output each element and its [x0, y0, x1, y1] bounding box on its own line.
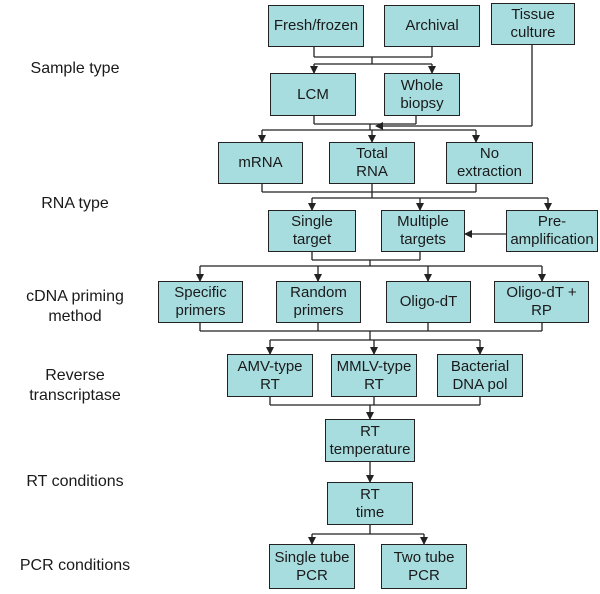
- node-lcm: LCM: [270, 73, 356, 116]
- node-amv-rt: AMV-type RT: [227, 354, 313, 397]
- row-label-rna-type: RNA type: [41, 195, 109, 212]
- row-label-sample-type: Sample type: [30, 60, 120, 77]
- node-multiple-targets: Multiple targets: [381, 210, 465, 252]
- connector-pcr-split: [312, 525, 424, 535]
- connector-lcm-whole-tissue: [313, 45, 533, 126]
- node-bacterial-dna-pol: Bacterial DNA pol: [437, 354, 523, 397]
- row-label-cdna-priming: cDNA priming method: [26, 288, 124, 325]
- connector-rna-merge: [261, 184, 548, 199]
- node-oligo-dt-rp: Oligo-dT + RP: [494, 281, 589, 323]
- connector-priming-merge: [199, 323, 543, 341]
- node-fresh-frozen: Fresh/frozen: [268, 5, 364, 47]
- node-random-primers: Random primers: [276, 281, 361, 323]
- node-no-extraction: No extraction: [446, 142, 533, 184]
- node-mrna: mRNA: [218, 142, 303, 184]
- node-total-rna: Total RNA: [329, 142, 415, 184]
- node-single-tube-pcr: Single tube PCR: [269, 544, 355, 589]
- row-label-rt-conditions: RT conditions: [26, 473, 124, 490]
- node-whole-biopsy: Whole biopsy: [384, 73, 460, 116]
- row-label-reverse-transcriptase: Reverse transcriptase: [29, 367, 121, 404]
- node-rt-temperature: RT temperature: [325, 419, 415, 462]
- node-two-tube-pcr: Two tube PCR: [381, 544, 467, 589]
- connector-target-merge: [200, 252, 542, 267]
- row-label-pcr-conditions: PCR conditions: [19, 557, 131, 574]
- node-archival: Archival: [384, 5, 480, 47]
- node-oligo-dt: Oligo-dT: [386, 281, 471, 323]
- node-pre-amplification: Pre- amplification: [506, 210, 598, 252]
- node-specific-primers: Specific primers: [158, 281, 243, 323]
- node-rt-time: RT time: [327, 482, 413, 525]
- connector-sample-merge: [313, 47, 433, 65]
- node-mmlv-rt: MMLV-type RT: [331, 354, 417, 397]
- connector-enzyme-merge: [269, 397, 481, 406]
- node-tissue-culture: Tissue culture: [491, 3, 575, 45]
- node-single-target: Single target: [268, 210, 356, 252]
